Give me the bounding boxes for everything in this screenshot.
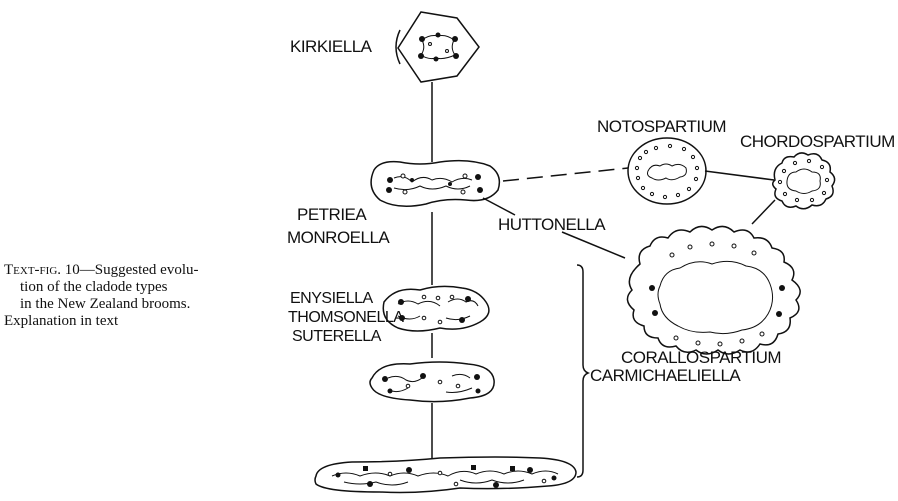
line-chordospartium-corallospartium xyxy=(752,200,775,224)
line-petriea-notospartium-dashed xyxy=(503,168,628,181)
petriea-cladode xyxy=(371,161,499,207)
label-monroella: MONROELLA xyxy=(287,228,390,247)
label-thomsonella: THOMSONELLA xyxy=(288,309,404,326)
label-chordospartium: CHORDOSPARTIUM xyxy=(740,132,895,151)
label-carmichaeliella: CARMICHAELIELLA xyxy=(590,366,741,385)
label-enysiella: ENYSIELLA xyxy=(290,290,373,307)
caption-line-3: in the New Zealand brooms. xyxy=(4,296,294,313)
caption-line-1-rest: —Suggested evolu- xyxy=(80,262,199,278)
caption-line-4: Explanation in text xyxy=(4,313,294,330)
label-suterella: SUTERELLA xyxy=(292,328,382,345)
label-huttonella: HUTTONELLA xyxy=(498,215,606,234)
label-petriea: PETRIEA xyxy=(297,205,367,224)
suterella-cladode xyxy=(370,362,494,402)
caption-line-2: tion of the cladode types xyxy=(4,279,294,296)
corallospartium-cladode xyxy=(627,226,800,354)
figure-caption: Text-fig. 10—Suggested evolu- tion of th… xyxy=(4,262,294,330)
line-notospartium-chordospartium xyxy=(705,171,774,180)
carmichaeliella-cladode xyxy=(315,457,576,493)
label-kirkiella: KIRKIELLA xyxy=(290,37,373,56)
carmichaeliella-bracket xyxy=(577,265,588,477)
connector-lines xyxy=(432,82,775,477)
line-huttonella-corallospartium xyxy=(562,232,625,258)
label-corallospartium: CORALLOSPARTIUM xyxy=(621,348,781,367)
line-petriea-huttonella xyxy=(483,198,515,215)
kirkiella-cladode xyxy=(398,12,479,82)
caption-line-1: Text-fig. 10—Suggested evolu- xyxy=(4,262,294,279)
caption-prefix: Text-fig. 10 xyxy=(4,262,80,278)
label-notospartium: NOTOSPARTIUM xyxy=(597,117,726,136)
chordospartium-cladode xyxy=(773,153,835,209)
notospartium-cladode xyxy=(628,138,706,204)
